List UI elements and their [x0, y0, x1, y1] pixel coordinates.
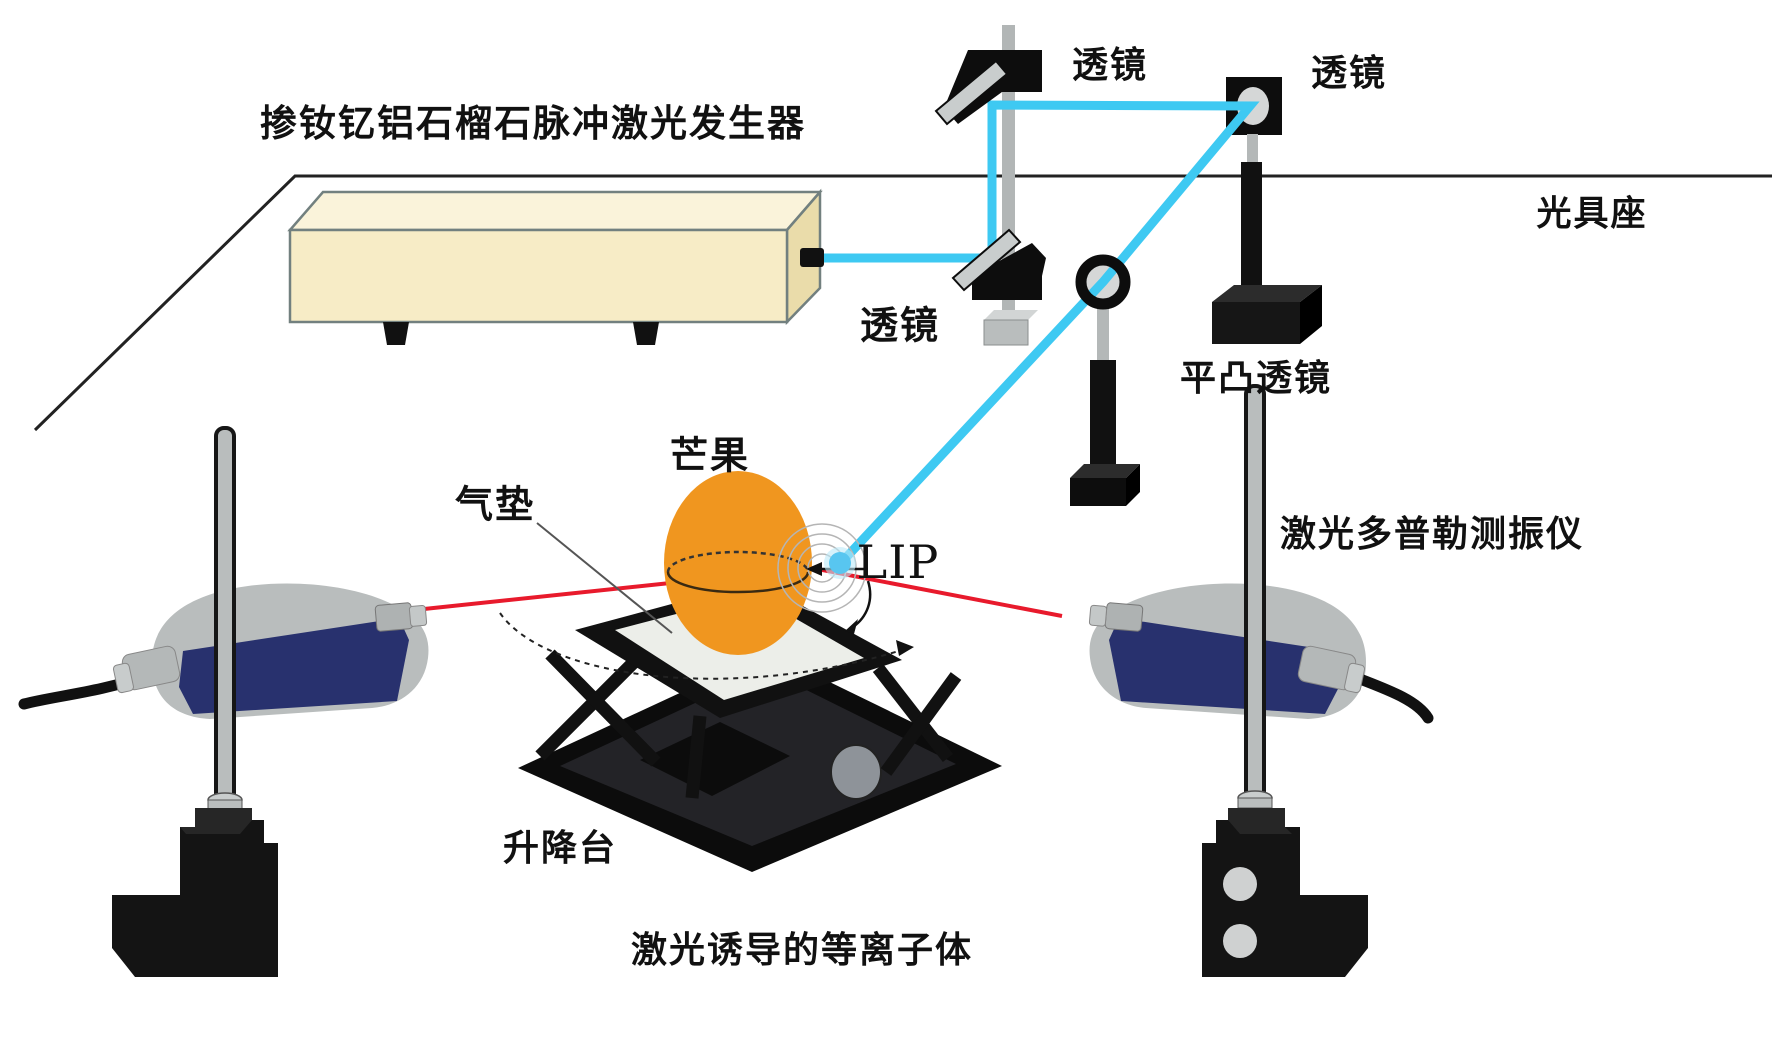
- laser-box-foot-left: [383, 322, 409, 345]
- label-optical-bench: 光具座: [1536, 194, 1648, 235]
- swing-arrow: [845, 580, 872, 634]
- mango-equator-front: [666, 571, 810, 594]
- lift-knob-cylinder: [830, 744, 882, 800]
- laser-box-front-face: [288, 228, 789, 324]
- vibrometer-right-connector: [1297, 645, 1366, 694]
- rotation-arc: [499, 612, 914, 680]
- label-plano-convex-lens: 平凸透镜: [1179, 358, 1333, 399]
- vibrometer-left-panel: [179, 618, 409, 714]
- stand-pole-left: [214, 426, 236, 804]
- label-lens-mid: 透镜: [859, 303, 941, 348]
- steering-mirror-top: [934, 50, 1042, 126]
- label-laser-doppler-vibrometer: 激光多普勒测振仪: [1279, 514, 1585, 555]
- label-air-cushion: 气垫: [454, 482, 536, 527]
- label-lens-top-right: 透镜: [1310, 53, 1388, 94]
- label-mango: 芒果: [669, 433, 751, 478]
- label-lip: LIP: [856, 535, 940, 589]
- vibrometer-right-panel: [1109, 618, 1339, 714]
- label-lens-top: 透镜: [1071, 45, 1149, 86]
- laser-output-port: [800, 248, 824, 267]
- stand-knob-upper: [1223, 867, 1257, 901]
- vibrometer-left-snout: [374, 602, 428, 632]
- stand-pole-right: [1244, 384, 1266, 802]
- vibrometer-left: [18, 426, 429, 977]
- vibrometer-right: [1088, 384, 1434, 977]
- laser-beam-path: [824, 100, 1260, 568]
- air-cushion-leader: [536, 522, 673, 634]
- scissor-arms: [535, 645, 962, 799]
- mango: [664, 471, 812, 655]
- vibrometer-beam-right: [811, 566, 1063, 618]
- stand-base-left: [112, 808, 278, 977]
- optical-bench-outline: [33, 174, 1772, 432]
- laser-box-foot-right: [633, 322, 659, 345]
- label-laser-generator: 掺钕钇铝石榴石脉冲激光发生器: [260, 102, 806, 145]
- vibrometer-left-connector: [112, 645, 181, 694]
- steering-mirror-lower: [951, 228, 1046, 300]
- vibrometer-right-snout: [1088, 602, 1144, 632]
- plasma-dot: [829, 552, 851, 574]
- laser-generator-box: [287, 188, 824, 345]
- stand-knob-lower: [1223, 924, 1257, 958]
- mango-equator-back: [666, 550, 810, 573]
- label-lifting-platform: 升降台: [502, 828, 618, 869]
- laser-box-top-face: [287, 190, 823, 232]
- lens-top-right-assembly: [1212, 77, 1322, 344]
- plano-convex-lens-ring: [1075, 254, 1131, 310]
- vibrometer-right-cable: [1346, 670, 1434, 724]
- label-laser-induced-plasma: 激光诱导的等离子体: [630, 930, 974, 971]
